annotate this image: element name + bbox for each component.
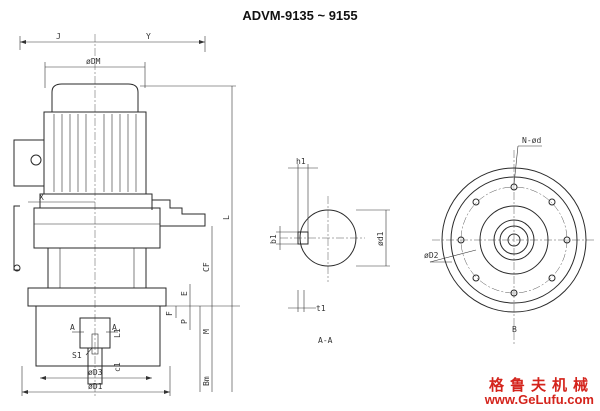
watermark-url: www.GeLufu.com <box>484 392 594 408</box>
oil-plug-icon <box>13 264 21 272</box>
leader-n-d <box>513 145 519 185</box>
bolt-hole-icon <box>548 274 556 282</box>
label-bm: Bm <box>202 376 211 386</box>
label-dm: øDM <box>86 57 101 66</box>
label-m: M <box>202 329 211 334</box>
dim-arrow <box>199 40 205 44</box>
label-p: P <box>180 319 189 324</box>
bolt-hole-icon <box>510 289 518 297</box>
bolt-hole-icon <box>563 236 571 244</box>
label-t1: t1 <box>316 304 326 313</box>
drain-fitting <box>151 199 206 234</box>
leader-d2 <box>429 249 477 263</box>
label-e: E <box>180 291 189 296</box>
cable-gland <box>30 154 42 166</box>
gearbox-lower-housing <box>47 248 147 289</box>
motor-fins <box>53 114 137 192</box>
label-l: L <box>222 215 231 220</box>
spigot-circle <box>479 205 549 275</box>
label-l1: L1 <box>113 328 122 338</box>
label-s1: S1 <box>72 351 82 360</box>
label-d2: øD2 <box>424 251 439 260</box>
terminal-box <box>13 139 45 187</box>
label-n-d: N-ød <box>522 136 541 145</box>
label-f: F <box>165 311 174 316</box>
motor-fan-cap <box>51 83 139 113</box>
label-j: J <box>56 32 61 41</box>
flange-inner-circle <box>450 176 578 304</box>
label-x: X <box>39 193 44 202</box>
bolt-hole-icon <box>457 236 465 244</box>
label-d1: øD1 <box>88 382 103 391</box>
bolt-pitch-circle <box>460 186 568 294</box>
front-view: J Y øDM <box>13 32 240 398</box>
oil-pipe <box>13 205 20 271</box>
motor-flange <box>39 193 153 209</box>
shaft-section-circle <box>299 209 357 267</box>
label-b1: b1 <box>269 234 278 244</box>
gearbox-upper-housing <box>33 207 161 249</box>
bolt-hole-icon <box>548 198 556 206</box>
output-shaft <box>87 347 103 385</box>
label-y: Y <box>146 32 151 41</box>
watermark-chinese: 格鲁夫机械 <box>488 376 594 394</box>
dim-arrow <box>20 40 26 44</box>
bolt-hole-icon <box>472 274 480 282</box>
bolt-hole-icon <box>472 198 480 206</box>
label-cf: CF <box>202 262 211 272</box>
label-h1: h1 <box>296 157 306 166</box>
shaft-key <box>91 333 99 355</box>
drawing-title: ADVM-9135 ~ 9155 <box>242 8 358 23</box>
key-slot <box>297 231 309 245</box>
section-a-a-view: h1 b1 ød1 t1 A-A <box>269 157 390 345</box>
mounting-flange <box>27 287 167 307</box>
shaft-inner-circle <box>499 225 529 255</box>
label-b: B <box>512 325 517 334</box>
shaft-outer-circle <box>493 219 535 261</box>
section-label: A-A <box>318 336 333 345</box>
label-d1-section: ød1 <box>376 231 385 246</box>
label-a-left: A <box>70 323 75 332</box>
watermark: 格鲁夫机械 www.GeLufu.com <box>484 376 594 408</box>
label-c1: c1 <box>113 362 122 372</box>
support-plate <box>35 305 161 367</box>
shaft-core-circle <box>507 233 521 247</box>
flange-outer-circle <box>441 167 587 313</box>
label-d3: øD3 <box>88 368 103 377</box>
bottom-view-b: N-ød øD2 B <box>424 136 595 345</box>
label-a-right: A <box>112 323 117 332</box>
